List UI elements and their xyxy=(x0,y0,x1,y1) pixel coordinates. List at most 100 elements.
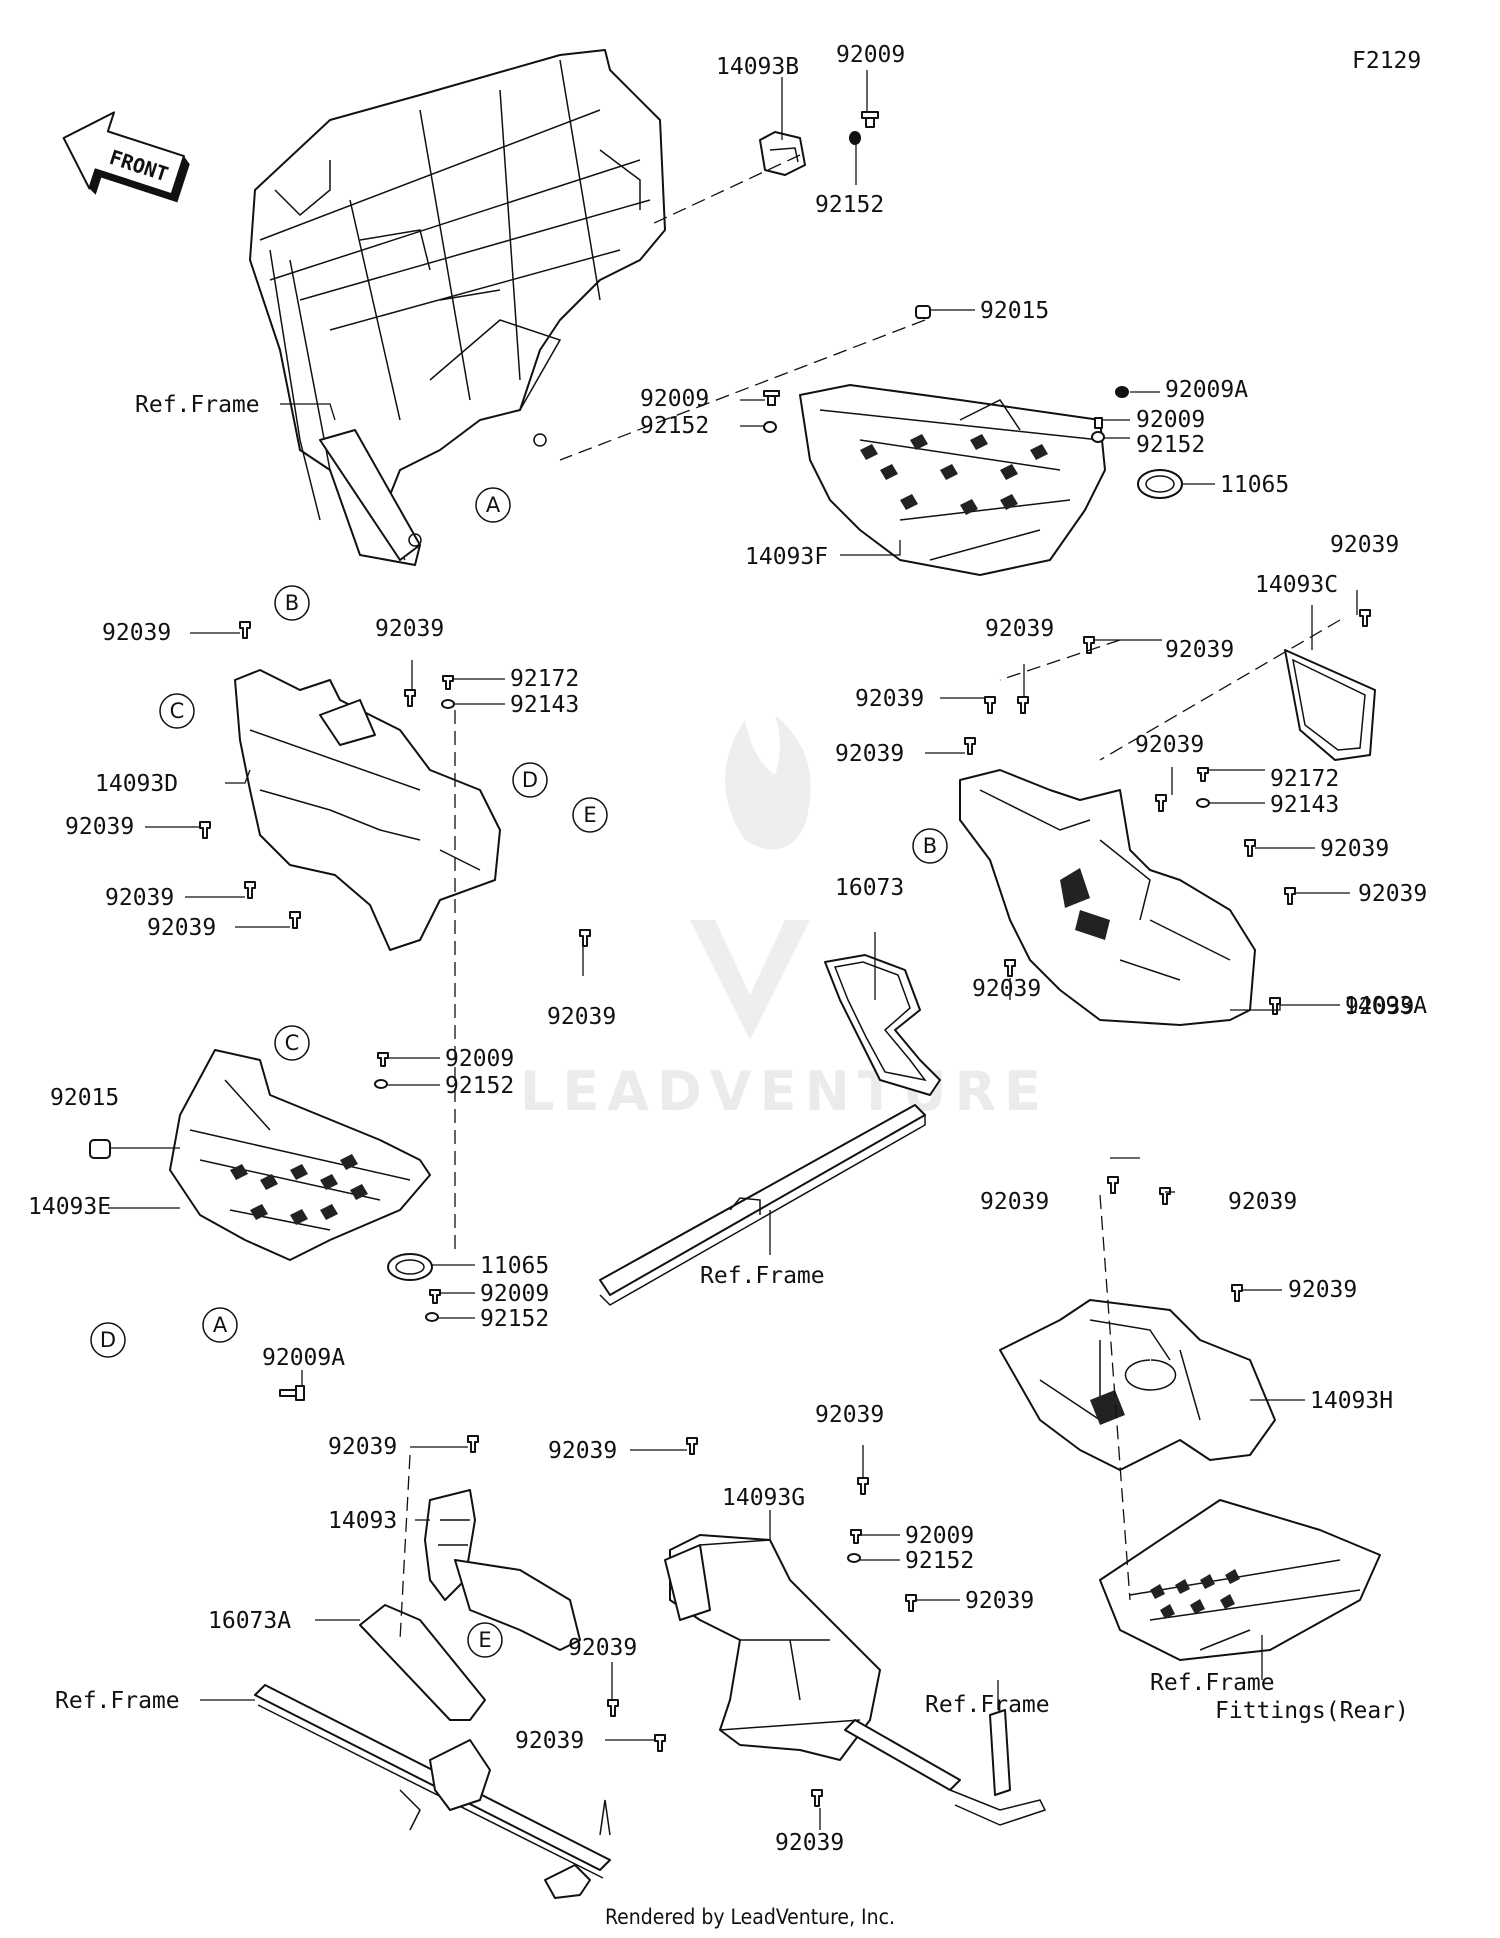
bolt-92009-top xyxy=(861,111,879,128)
callout-92039: 92039 xyxy=(1358,881,1427,907)
svg-text:C: C xyxy=(170,699,185,723)
callout-14093D: 14093D xyxy=(95,771,178,797)
callout-16073: 16073 xyxy=(835,875,904,901)
callout-11065: 11065 xyxy=(480,1253,549,1279)
part-14093F xyxy=(799,384,1106,576)
watermark: LEADVENTURE xyxy=(520,715,1041,1123)
callout-92039: 92039 xyxy=(147,915,216,941)
ref-circle-c: C xyxy=(159,693,195,729)
ref-circle-d: D xyxy=(512,762,548,798)
callout-14093A: 14093A xyxy=(1344,993,1427,1019)
circle-references: A B C D E B C D A E xyxy=(90,487,948,1658)
callout-ref-frame: Ref.Frame xyxy=(55,1688,180,1714)
callout-92039: 92039 xyxy=(965,1588,1034,1614)
callout-92152: 92152 xyxy=(640,413,709,439)
callout-92009: 92009 xyxy=(905,1523,974,1549)
leader-lines xyxy=(108,70,1358,1830)
bottom-left-frame xyxy=(254,1684,611,1899)
svg-text:A: A xyxy=(486,493,501,517)
bottom-right-frame xyxy=(844,1709,1047,1826)
callout-92039: 92039 xyxy=(105,885,174,911)
callout-92009: 92009 xyxy=(445,1046,514,1072)
callout-92039: 92039 xyxy=(65,814,134,840)
callout-14093F: 14093F xyxy=(745,544,828,570)
callout-92039: 92039 xyxy=(375,616,444,642)
callout-92039: 92039 xyxy=(1135,732,1204,758)
clip-92015-left xyxy=(89,1139,111,1159)
callout-92039: 92039 xyxy=(855,686,924,712)
callout-92039: 92039 xyxy=(1330,532,1399,558)
callout-92039: 92039 xyxy=(815,1402,884,1428)
bolt-92009A-left xyxy=(279,1385,305,1401)
part-14093B xyxy=(759,131,806,176)
ref-circle-e: E xyxy=(572,797,608,833)
callout-92039: 92039 xyxy=(328,1434,397,1460)
callout-92039: 92039 xyxy=(1165,637,1234,663)
callout-92143: 92143 xyxy=(510,692,579,718)
callout-92143: 92143 xyxy=(1270,792,1339,818)
callout-16073A: 16073A xyxy=(208,1608,291,1634)
callout-14093G: 14093G xyxy=(722,1485,805,1511)
callout-92039: 92039 xyxy=(1345,994,1414,1020)
callout-92009: 92009 xyxy=(480,1281,549,1307)
callout-92009: 92009 xyxy=(640,386,709,412)
svg-text:A: A xyxy=(213,1313,228,1337)
callout-92039: 92039 xyxy=(102,620,171,646)
callout-92152: 92152 xyxy=(905,1548,974,1574)
callout-14093: 14093 xyxy=(328,1508,397,1534)
rear-fittings-frame xyxy=(1099,1499,1381,1661)
alignment-lines xyxy=(399,154,1341,1641)
callout-92009: 92009 xyxy=(836,42,905,68)
callout-92009A: 92009A xyxy=(262,1345,345,1371)
part-14093 xyxy=(424,1489,581,1651)
callout-14093H: 14093H xyxy=(1310,1388,1393,1414)
bolt-92009-left xyxy=(763,390,780,406)
callout-fittings-rear: Fittings(Rear) xyxy=(1215,1698,1409,1724)
svg-text:B: B xyxy=(285,591,299,615)
diagram-code: F2129 xyxy=(1352,48,1421,74)
callout-labels: 14093 B 92009 92152 92015 92009 92152 920… xyxy=(28,42,1427,1856)
part-16073 xyxy=(824,954,941,1096)
callout-92172: 92172 xyxy=(1270,766,1339,792)
part-16073A xyxy=(359,1604,486,1721)
callout-92152: 92152 xyxy=(480,1306,549,1332)
part-14093E xyxy=(169,1049,431,1261)
callout-ref-frame: Ref.Frame xyxy=(700,1263,825,1289)
ref-circle-d: D xyxy=(90,1322,126,1358)
callout-92152: 92152 xyxy=(815,192,884,218)
part-14093G xyxy=(664,1534,881,1761)
svg-text:D: D xyxy=(100,1328,116,1352)
callout-92039: 92039 xyxy=(568,1635,637,1661)
callout-92172: 92172 xyxy=(510,666,579,692)
svg-text:B: B xyxy=(923,834,937,858)
callout-92039: 92039 xyxy=(775,1830,844,1856)
ref-circle-a: A xyxy=(475,487,511,523)
callout-92015: 92015 xyxy=(980,298,1049,324)
svg-text:E: E xyxy=(478,1628,491,1652)
part-14093H xyxy=(999,1299,1276,1471)
washer-92152-right xyxy=(1091,431,1105,443)
ref-circle-c: C xyxy=(274,1025,310,1061)
part-14093A xyxy=(959,769,1256,1026)
grommet-11065-left xyxy=(387,1253,433,1281)
callout-92039: 92039 xyxy=(1288,1277,1357,1303)
callout-14093C: 14093C xyxy=(1255,572,1338,598)
callout-92039: 92039 xyxy=(835,741,904,767)
front-arrow: FRONT xyxy=(62,111,190,203)
callout-92039: 92039 xyxy=(547,1004,616,1030)
callout-92039: 92039 xyxy=(980,1189,1049,1215)
bolt-92009-right xyxy=(1094,417,1103,429)
svg-text:E: E xyxy=(583,803,596,827)
callout-92039: 92039 xyxy=(1320,836,1389,862)
svg-text:D: D xyxy=(522,768,538,792)
callout-92009A: 92009A xyxy=(1165,377,1248,403)
callout-92009: 92009 xyxy=(1136,407,1205,433)
ref-circle-b: B xyxy=(912,828,948,864)
callout-92039: 92039 xyxy=(972,976,1041,1002)
ref-circle-e: E xyxy=(467,1622,503,1658)
svg-text:C: C xyxy=(285,1031,300,1055)
part-14093D xyxy=(234,669,501,951)
callout-92152: 92152 xyxy=(445,1073,514,1099)
